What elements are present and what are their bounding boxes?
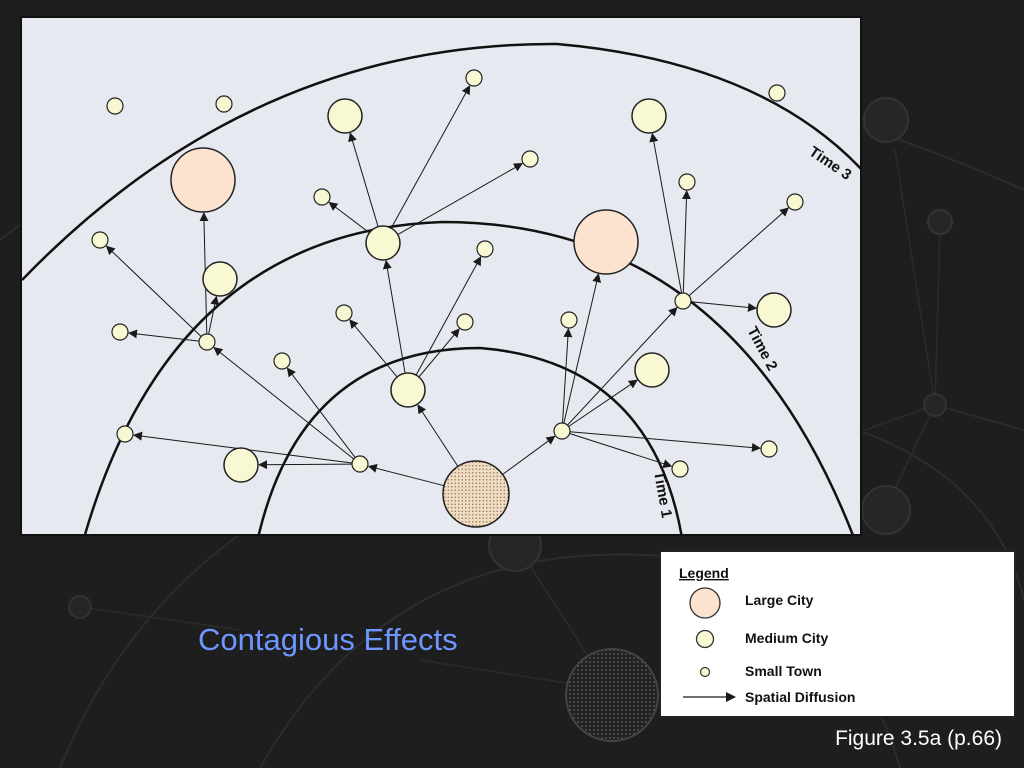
diffusion-arrow xyxy=(502,435,556,475)
medium-city xyxy=(390,372,426,408)
diagram-panel: Time 3 Time 2 Time 1 xyxy=(20,16,862,536)
time-rings xyxy=(22,42,860,534)
settlement-nodes xyxy=(91,69,804,528)
diffusion-arrows xyxy=(105,85,789,487)
legend-label-spatial-diffusion: Spatial Diffusion xyxy=(745,689,855,705)
medium-city xyxy=(631,98,667,134)
medium-city xyxy=(223,447,259,483)
diffusion-arrow xyxy=(258,460,353,470)
diffusion-arrow xyxy=(417,404,459,467)
large-city xyxy=(573,209,639,275)
large-city-icon xyxy=(689,587,721,619)
small-town-icon xyxy=(699,666,711,678)
diffusion-arrow xyxy=(328,201,370,234)
small-town xyxy=(106,97,124,115)
ring-label-time-3: Time 3 xyxy=(806,143,855,184)
diffusion-arrow xyxy=(349,319,398,378)
diffusion-arrow xyxy=(390,85,471,229)
diffusion-arrow xyxy=(397,163,523,236)
diffusion-arrow xyxy=(569,431,761,452)
diffusion-arrow xyxy=(348,132,379,227)
small-town xyxy=(313,188,331,206)
diffusion-arrow xyxy=(562,328,573,424)
diffusion-arrow xyxy=(213,347,355,460)
legend-title: Legend xyxy=(679,565,729,581)
small-town xyxy=(671,460,689,478)
diffusion-arrow xyxy=(208,295,220,335)
legend-panel: Legend Large City Medium City Small Town… xyxy=(659,550,1016,718)
diffusion-arrow xyxy=(415,256,482,376)
small-town xyxy=(116,425,134,443)
ring-label-time-1: Time 1 xyxy=(650,470,675,519)
diffusion-arrow xyxy=(681,190,691,294)
figure-caption: Figure 3.5a (p.66) xyxy=(835,727,1002,750)
small-town xyxy=(786,193,804,211)
small-town xyxy=(768,84,786,102)
legend-label-medium-city: Medium City xyxy=(745,630,828,646)
diffusion-arrow xyxy=(128,329,200,342)
diffusion-diagram: Time 3 Time 2 Time 1 xyxy=(22,42,860,534)
diffusion-arrow xyxy=(382,259,406,374)
small-town xyxy=(273,352,291,370)
diffusion-arrow xyxy=(568,379,638,427)
small-town xyxy=(760,440,778,458)
medium-city xyxy=(327,98,363,134)
small-town xyxy=(456,313,474,331)
small-town xyxy=(674,292,692,310)
small-town xyxy=(215,95,233,113)
medium-city-icon xyxy=(695,629,715,649)
small-town xyxy=(476,240,494,258)
small-town xyxy=(351,455,369,473)
diffusion-arrow xyxy=(286,367,356,458)
small-town xyxy=(91,231,109,249)
medium-city xyxy=(634,352,670,388)
legend-label-small-town: Small Town xyxy=(745,663,822,679)
small-town xyxy=(465,69,483,87)
ring-time-2 xyxy=(83,220,854,534)
diffusion-arrow xyxy=(418,328,460,378)
small-town xyxy=(335,304,353,322)
small-town xyxy=(553,422,571,440)
diffusion-arrow xyxy=(367,463,445,487)
diffusion-arrow xyxy=(567,306,678,426)
medium-city xyxy=(365,225,401,261)
legend-label-large-city: Large City xyxy=(745,592,814,608)
diffusion-arrow xyxy=(563,273,602,424)
diffusion-arrow xyxy=(690,301,757,312)
small-town xyxy=(678,173,696,191)
medium-city xyxy=(202,261,238,297)
small-town xyxy=(521,150,539,168)
ring-time-1 xyxy=(257,346,683,534)
ring-label-time-2: Time 2 xyxy=(743,324,780,374)
large-city xyxy=(170,147,236,213)
diffusion-arrow xyxy=(105,245,202,337)
small-town xyxy=(111,323,129,341)
diffusion-arrow xyxy=(649,132,683,294)
ring-time-3 xyxy=(22,42,860,281)
small-town xyxy=(198,333,216,351)
small-town xyxy=(560,311,578,329)
legend: Legend Large City Medium City Small Town… xyxy=(679,565,855,705)
diffusion-arrow xyxy=(569,433,673,469)
medium-city xyxy=(756,292,792,328)
slide-title: Contagious Effects xyxy=(198,622,458,657)
origin-city xyxy=(442,460,510,528)
diffusion-arrow xyxy=(688,207,789,297)
